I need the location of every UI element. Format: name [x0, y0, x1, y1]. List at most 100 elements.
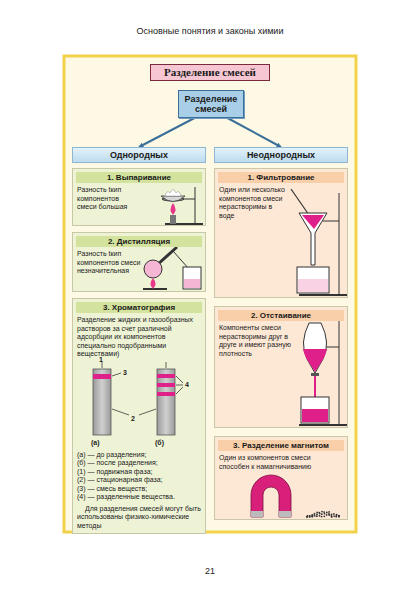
- iron-filing: [306, 516, 308, 518]
- callout-number: 4: [185, 381, 189, 389]
- iron-filings: [306, 511, 340, 518]
- iron-filing: [319, 513, 321, 515]
- iron-filing: [309, 515, 311, 517]
- iron-filing: [338, 515, 340, 517]
- separated-band: [157, 392, 175, 396]
- iron-filing: [312, 516, 314, 518]
- burner: [170, 215, 176, 224]
- evaporation-stand-part: [195, 187, 196, 224]
- page-header: Основные понятия и законы химии: [0, 26, 420, 36]
- iron-filing: [307, 515, 309, 517]
- distillation-apparatus-part: [157, 247, 177, 265]
- key-entry: (4) — разделенные вещества.: [77, 493, 201, 502]
- distillation-apparatus-part: [183, 267, 201, 289]
- filtrate: [298, 279, 328, 292]
- leader-lines-part: [176, 387, 183, 394]
- key-entry: (б) — после разделения;: [77, 459, 201, 468]
- separated-band: [157, 374, 175, 378]
- filtration-stand: [291, 189, 347, 295]
- note-text: Для разделения смесей могут быть использ…: [77, 505, 201, 531]
- horseshoe-magnet: [251, 475, 291, 517]
- leader-lines-part: [139, 409, 156, 415]
- band-label: Однородных: [73, 148, 205, 162]
- iron-filing: [326, 512, 328, 514]
- iron-filing: [333, 515, 335, 517]
- iron-filing: [336, 515, 338, 517]
- mixture-band: [93, 374, 111, 379]
- separatory-funnel: [303, 323, 326, 373]
- root-box: Разделение смесей: [178, 90, 244, 118]
- key-entry: (1) — подвижная фаза;: [77, 468, 201, 477]
- iron-filing: [321, 513, 323, 515]
- separated-band: [157, 383, 175, 387]
- filter-residue: [302, 215, 324, 229]
- page-number: 21: [0, 566, 420, 576]
- chromatography-figure: [77, 361, 203, 449]
- band-label: Неоднородных: [215, 148, 347, 162]
- method-panel: 1. ВыпариваниеРазность tкип компонентов …: [72, 168, 206, 226]
- column-a: [93, 369, 111, 435]
- iron-filing: [331, 513, 333, 515]
- distillation-apparatus-part: [173, 251, 189, 269]
- iron-filing: [314, 515, 316, 517]
- key-entry: (3) — смесь веществ;: [77, 485, 201, 494]
- callout-number: 2: [131, 415, 135, 423]
- iron-filing: [316, 512, 318, 514]
- iron-filing: [316, 515, 318, 517]
- iron-filing: [328, 514, 330, 516]
- iron-filing: [318, 512, 320, 514]
- leader-lines-part: [176, 376, 183, 383]
- iron-filing: [328, 511, 330, 513]
- funnel: [299, 213, 327, 265]
- iron-filing: [306, 516, 308, 518]
- callout-number: 1: [99, 356, 103, 364]
- method-description: Один из компонентов смеси способен к нам…: [219, 454, 329, 471]
- figure-letter: (б): [155, 439, 164, 447]
- stopcock: [311, 373, 319, 376]
- method-description: Разность tкип компонентов смеси незначит…: [77, 250, 141, 276]
- method-panel: 3. ХроматографияРазделение жидких и газо…: [72, 298, 206, 534]
- iron-filing: [314, 513, 316, 515]
- leader-lines: [102, 362, 183, 415]
- distillation-apparatus: [143, 247, 201, 289]
- method-panel: 3. Разделение магнитомОдин из компоненто…: [214, 436, 348, 520]
- iron-filing: [319, 515, 321, 517]
- lower-layer: [303, 349, 327, 372]
- flame: [171, 203, 176, 215]
- method-heading: 3. Разделение магнитом: [218, 440, 344, 451]
- iron-filing: [323, 515, 325, 517]
- iron-filing: [324, 513, 326, 515]
- method-panel: 2. ДистилляцияРазность tкип компонентов …: [72, 232, 206, 292]
- key-entry: (а) — до разделения;: [77, 451, 201, 460]
- magnet-pole: [279, 511, 291, 517]
- content-panel: [64, 56, 356, 532]
- flame: [151, 278, 156, 289]
- iron-filing: [336, 514, 338, 516]
- settling-stand-part: [299, 424, 347, 426]
- collected-liquid: [302, 409, 328, 422]
- method-heading: 2. Отстаивание: [218, 310, 344, 321]
- method-description: Разделение жидких и газообразных раствор…: [77, 316, 201, 359]
- beaker: [297, 267, 329, 293]
- root-label: Разделение смесей: [181, 94, 241, 114]
- vapour: [165, 190, 181, 197]
- magnet-pole: [251, 511, 263, 517]
- iron-filing: [331, 516, 333, 518]
- filtration-stand-part: [323, 221, 339, 222]
- iron-filing: [311, 514, 313, 516]
- method-description: Компоненты смеси нерастворимы друг в дру…: [219, 324, 291, 358]
- iron-filing: [338, 515, 340, 517]
- filtration-stand-part: [291, 189, 309, 215]
- evaporation-stand: [162, 187, 203, 224]
- filtration-stand-part: [339, 193, 340, 295]
- connector-arrow: [228, 118, 282, 147]
- leader-lines-part: [176, 384, 183, 385]
- iron-filing: [326, 514, 328, 516]
- method-description: Разность tкип компонентов смеси большая: [77, 186, 139, 212]
- leader-lines-part: [166, 362, 167, 368]
- category-band: Неоднородных: [214, 147, 348, 163]
- evaporation-stand-part: [162, 197, 184, 201]
- method-description: Один или несколько компонентов смеси нер…: [219, 186, 285, 220]
- distillation-apparatus-part: [143, 288, 167, 290]
